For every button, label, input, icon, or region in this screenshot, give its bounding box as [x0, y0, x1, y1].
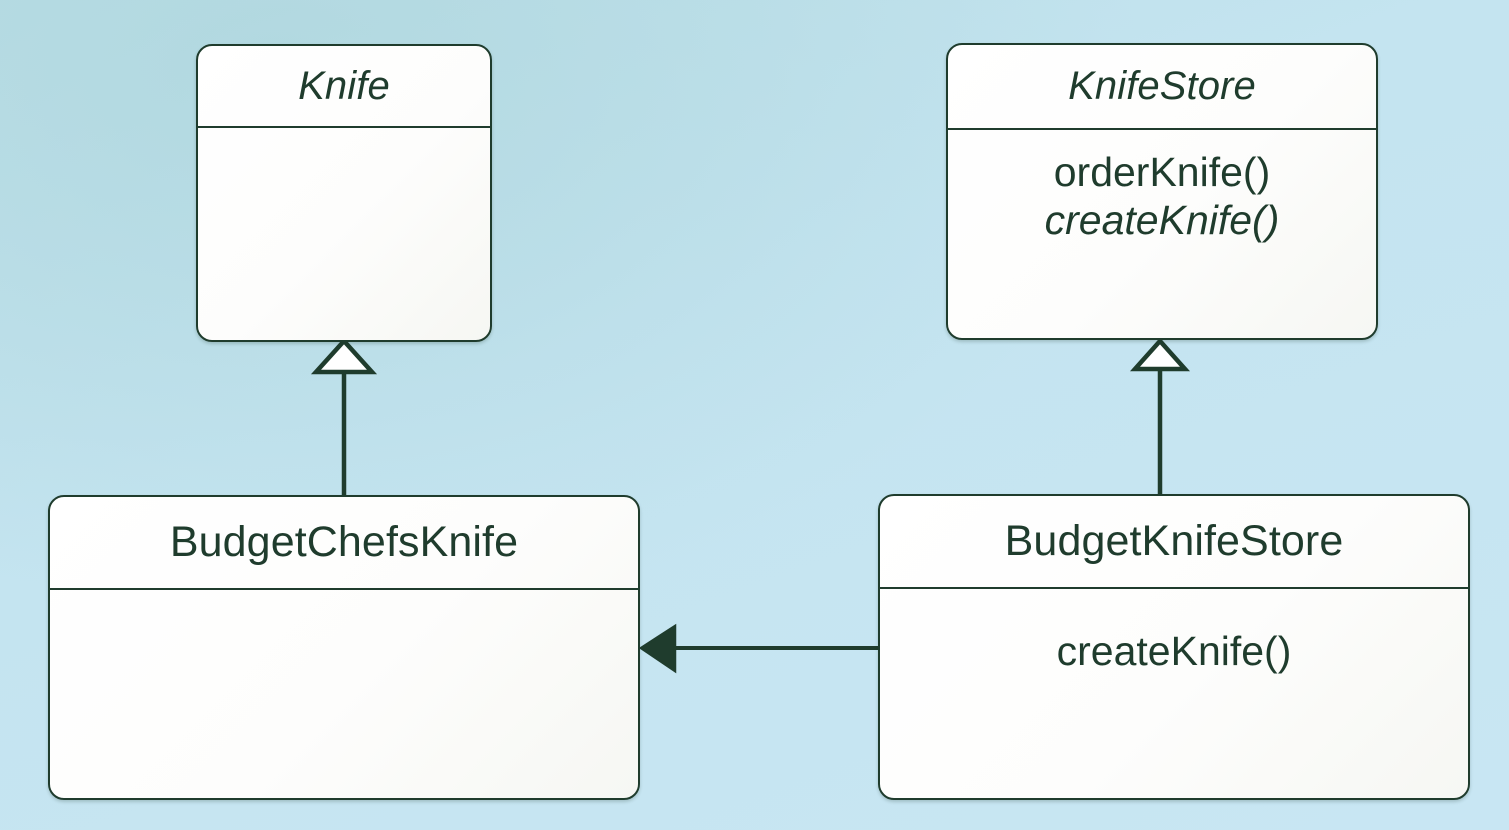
- hollow-triangle-arrowhead-right: [1129, 337, 1191, 372]
- class-name-knife: Knife: [198, 46, 490, 128]
- class-method-createknife-abstract: createKnife(): [1044, 197, 1280, 244]
- generalization-budgetchefsknife-to-knife: [310, 337, 378, 495]
- class-members-knifestore: orderKnife() createKnife(): [948, 130, 1376, 338]
- class-name-knifestore: KnifeStore: [948, 45, 1376, 130]
- class-members-budgetchefsknife: [50, 590, 638, 798]
- class-name-budgetknifestore: BudgetKnifeStore: [880, 496, 1468, 589]
- generalization-budgetknifestore-to-knifestore: [1129, 337, 1191, 494]
- association-budgetknifestore-creates-budgetchefsknife: [638, 623, 878, 674]
- class-method-createknife: createKnife(): [1056, 628, 1292, 674]
- class-box-knifestore[interactable]: KnifeStore orderKnife() createKnife(): [946, 43, 1378, 340]
- class-box-budgetknifestore[interactable]: BudgetKnifeStore createKnife(): [878, 494, 1470, 800]
- class-box-budgetchefsknife[interactable]: BudgetChefsKnife: [48, 495, 640, 800]
- class-members-budgetknifestore: createKnife(): [880, 589, 1468, 798]
- filled-triangle-arrowhead: [638, 623, 677, 674]
- class-members-knife: [198, 128, 490, 340]
- class-box-knife[interactable]: Knife: [196, 44, 492, 342]
- class-name-budgetchefsknife: BudgetChefsKnife: [50, 497, 638, 590]
- hollow-triangle-arrowhead-left: [310, 337, 378, 375]
- class-method-orderknife: orderKnife(): [1053, 149, 1271, 195]
